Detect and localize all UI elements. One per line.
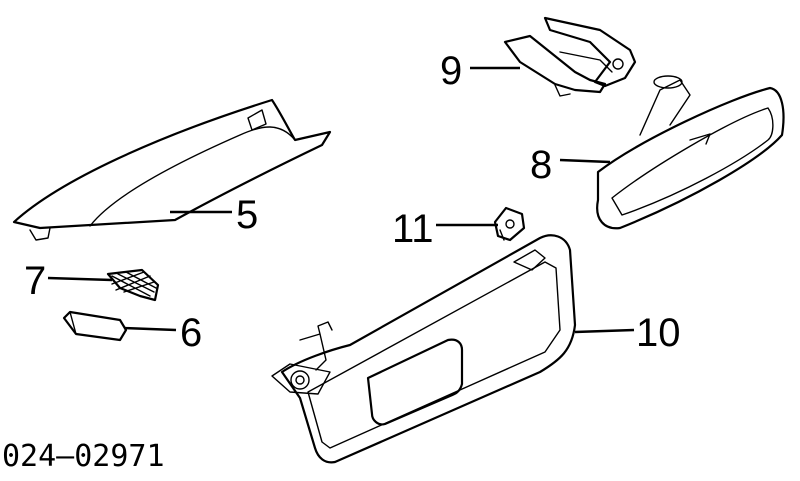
callout-5: 5: [236, 193, 258, 237]
callout-11: 11: [392, 207, 434, 251]
diagram-code: 024–02971: [2, 439, 165, 474]
callout-6: 6: [180, 311, 202, 355]
leader-7: [47, 276, 113, 282]
leader-10: [574, 328, 635, 334]
part-5-pillar-trim: [12, 98, 332, 241]
part-8-rear-view-mirror: [596, 75, 785, 230]
callout-9: 9: [440, 49, 462, 93]
leader-6: [123, 326, 177, 332]
part-11-small-clip: [493, 206, 526, 242]
part-10-sun-visor: [271, 234, 577, 464]
part-6-cover-cap: [62, 310, 128, 342]
callout-10: 10: [636, 311, 681, 355]
callout-8: 8: [530, 143, 552, 187]
part-9-mirror-bracket: [503, 16, 637, 97]
leader-8: [559, 158, 611, 164]
part-7-clip: [106, 268, 160, 302]
callout-7: 7: [24, 259, 46, 303]
